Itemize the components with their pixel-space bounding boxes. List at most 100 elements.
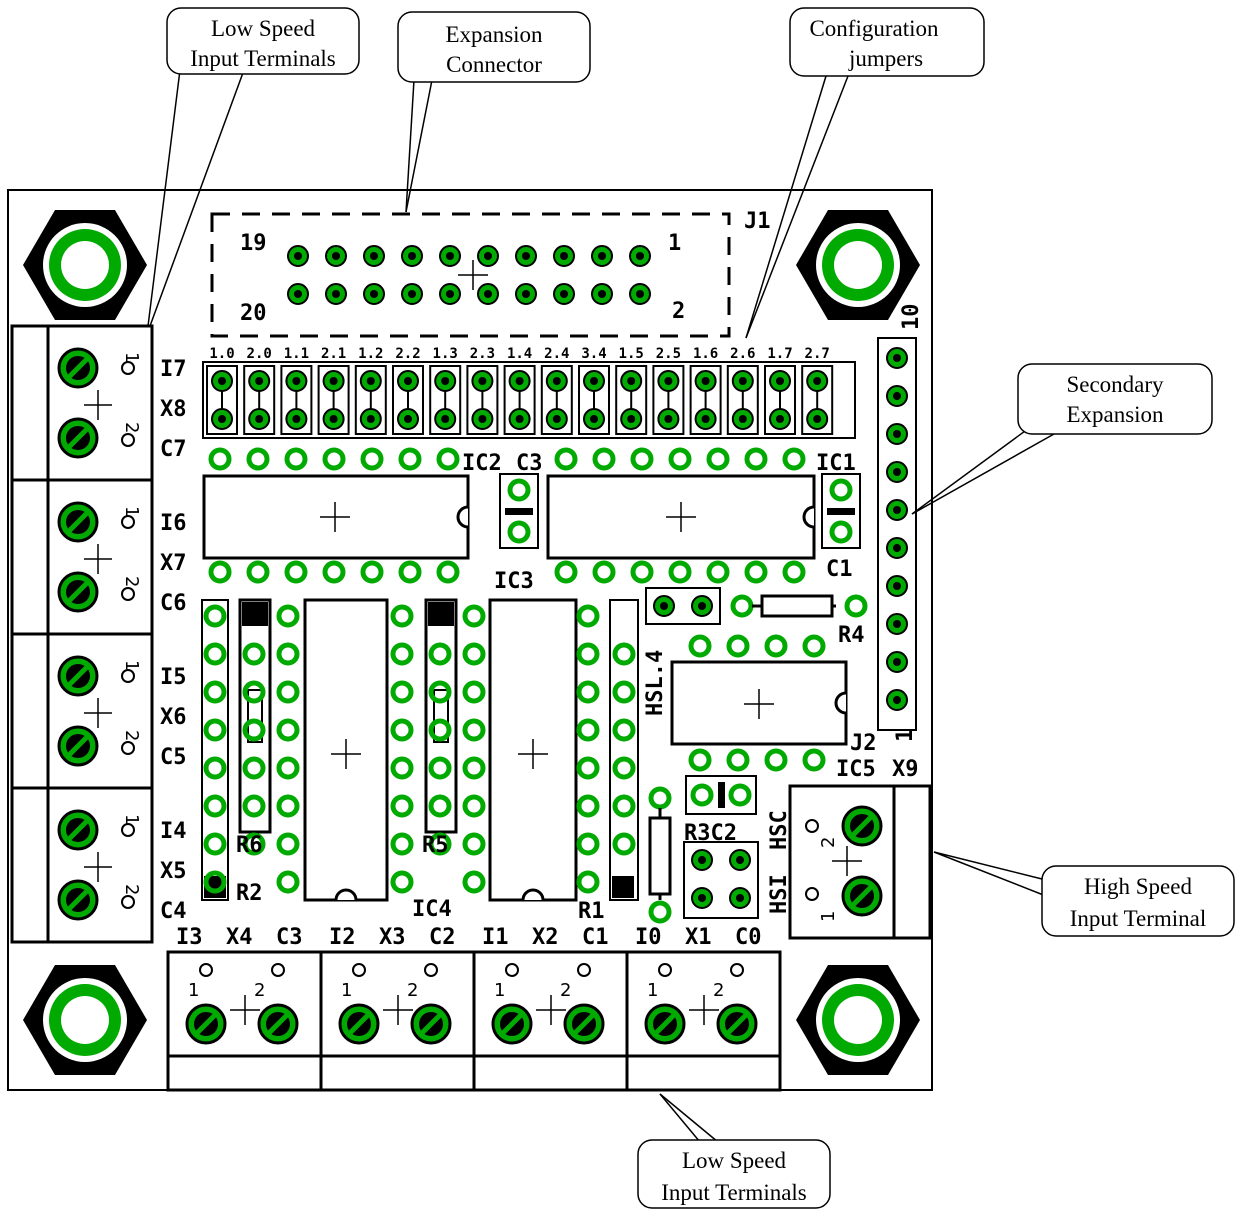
callout-config-line2: jumpers (848, 46, 923, 71)
pin-19-label: 19 (240, 231, 267, 256)
callout-expansion-line2: Connector (446, 52, 542, 77)
j1-pin (591, 283, 613, 305)
ic4-chip (303, 598, 389, 902)
jumper-frame (540, 365, 573, 435)
jumper-pin (434, 408, 457, 430)
hsl4-label: HSL.4 (643, 650, 668, 716)
bottom-terminal-label: I2 (329, 925, 356, 950)
j1-pin (477, 283, 499, 305)
bottom-terminal-label: X2 (532, 925, 559, 950)
terminal-pin1: 1 (494, 980, 505, 1001)
r5-label: R5 (422, 833, 449, 858)
jumper-pin (694, 408, 717, 430)
j2-pin1-label: 1 (893, 729, 918, 742)
board-outline (7, 189, 933, 1091)
bottom-terminal-label: I3 (176, 925, 203, 950)
callout-low-speed-top-line2: Input Terminals (190, 46, 336, 71)
resistor-r5 (424, 598, 458, 834)
terminal-screw (565, 1005, 603, 1043)
terminal-screw (59, 727, 97, 765)
jumper-frame (243, 365, 276, 435)
j1-pin (515, 283, 537, 305)
bottom-terminal-label: C0 (735, 925, 762, 950)
j2-label: J2 (850, 731, 877, 756)
jumper-frame (726, 365, 759, 435)
x9-pin1: 1 (818, 911, 839, 922)
j1-pin (325, 283, 347, 305)
terminal-screw (59, 503, 97, 541)
terminal-pin2: 2 (254, 980, 265, 1001)
resistor-r6 (238, 598, 272, 834)
terminal-screw (340, 1005, 378, 1043)
jumper-pin (397, 370, 419, 392)
ic4-label: IC4 (412, 897, 452, 922)
terminal-screw (59, 657, 97, 695)
jumper-label: 2.3 (470, 346, 495, 362)
j2-pin (886, 537, 908, 559)
capacitor-c3 (499, 473, 539, 549)
terminal-screw (59, 349, 97, 387)
j1-pin (287, 283, 309, 305)
ic3-chip (488, 598, 578, 902)
jumper-pin (769, 370, 791, 392)
ic1-label: IC1 (816, 451, 856, 476)
jumper-label: 1.0 (209, 346, 234, 362)
left-terminal-label: X5 (160, 859, 187, 884)
bottom-terminal-label: C2 (429, 925, 456, 950)
capacitor-c2 (685, 775, 757, 815)
ic5-chip (670, 660, 848, 746)
jumper-frame (578, 365, 610, 435)
terminal-pin2: 2 (407, 980, 418, 1001)
terminal-pin2: 2 (121, 730, 142, 741)
jumper-pin (583, 370, 605, 392)
j2-pin (886, 461, 908, 483)
terminal-screw (412, 1005, 450, 1043)
callout-expansion-line1: Expansion (445, 22, 543, 47)
jumper-pin (545, 408, 568, 430)
r3c2-label: R3C2 (684, 821, 737, 846)
callout-low-speed-bottom-line1: Low Speed (682, 1148, 787, 1173)
terminal-pin1: 1 (121, 506, 142, 517)
jumper-frame (280, 365, 313, 435)
j1-pin (515, 245, 537, 267)
terminal-pin1: 1 (647, 980, 658, 1001)
jumper-hsi-hsc (683, 841, 759, 919)
terminal-screw (718, 1005, 756, 1043)
callout-low-speed-top-line1: Low Speed (211, 16, 316, 41)
j1-pin (629, 245, 651, 267)
callout-high-speed-line1: High Speed (1084, 874, 1192, 899)
jumper-pin (731, 370, 754, 392)
secondary-expansion-j2 (877, 337, 917, 731)
c3-label: C3 (516, 451, 543, 476)
bottom-terminal-label: C1 (582, 925, 609, 950)
ic5-label: IC5 (836, 757, 876, 782)
bottom-terminal-label: I0 (635, 925, 662, 950)
callout-secondary-line2: Expansion (1066, 402, 1164, 427)
jumper-label: 2.6 (730, 346, 755, 362)
callout-low-speed-bottom-line2: Input Terminals (661, 1180, 807, 1205)
j1-pin (287, 245, 309, 267)
jumper-pin (471, 408, 494, 430)
left-terminal-label: I7 (160, 357, 187, 382)
terminal-pin1: 1 (121, 660, 142, 671)
jumper-pin (545, 370, 568, 392)
bottom-terminal-label: I1 (482, 925, 509, 950)
jumper-pin (211, 370, 233, 392)
jumper-pin (359, 408, 382, 430)
j1-label: J1 (744, 209, 771, 234)
terminal-pin2: 2 (121, 576, 142, 587)
jumper-pin (620, 370, 643, 392)
terminal-pin1: 1 (341, 980, 352, 1001)
r2-label: R2 (236, 881, 263, 906)
terminal-screw (59, 419, 97, 457)
terminal-pin2: 2 (713, 980, 724, 1001)
jumper-frame (429, 365, 462, 435)
pin-20-label: 20 (240, 301, 267, 326)
bottom-terminal-label: X3 (379, 925, 406, 950)
j1-pin (363, 245, 385, 267)
callout-high-speed-line2: Input Terminal (1070, 906, 1207, 931)
